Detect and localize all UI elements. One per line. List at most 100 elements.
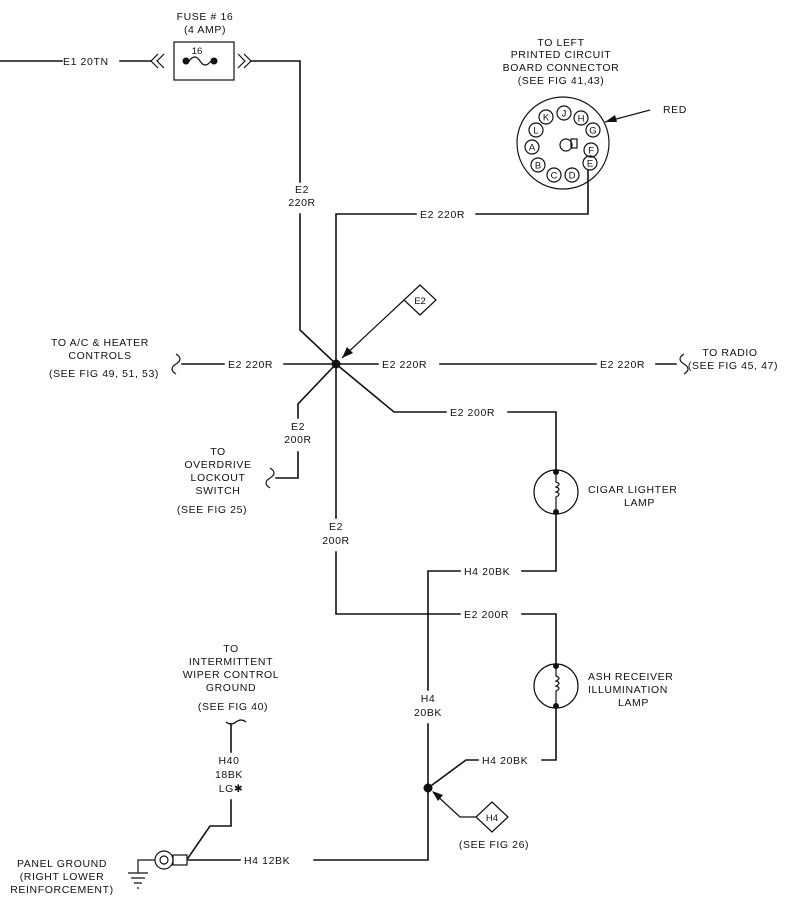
- connector-pin-f: F: [588, 146, 594, 157]
- label-ovd-5: (SEE FIG 25): [177, 504, 247, 516]
- fuse-terminal-right: [210, 57, 218, 65]
- wire-label-h40: H40: [218, 755, 239, 767]
- wire-h40-b: [186, 799, 232, 860]
- wire-label-200r-down: 200R: [322, 535, 350, 547]
- connector-pin-b-ring: [530, 157, 546, 173]
- ground-symbol: [128, 872, 148, 889]
- ground-tag-diamond: [475, 801, 509, 833]
- label-cigar-2: LAMP: [624, 497, 655, 509]
- label-cigar-1: CIGAR LIGHTER: [588, 484, 677, 496]
- connector-pin-d-ring: [564, 167, 580, 183]
- wire-e2-220r-to-splice: [299, 213, 338, 366]
- wire-label-e2-vert: E2: [295, 184, 309, 196]
- connector-pin-h-ring: [573, 110, 589, 126]
- connector-pin-c: C: [551, 171, 558, 182]
- cigar-lighter-lamp: CIGAR LIGHTER LAMP: [533, 469, 677, 515]
- connector-title-2: PRINTED CIRCUIT: [511, 49, 612, 61]
- wire-e2-200r-ovd-b: [275, 451, 299, 479]
- wire-label-e1-20tn: E1 20TN: [63, 56, 109, 68]
- fuse-number: 16: [192, 46, 203, 57]
- wire-e2-200r-ash-b: [521, 613, 557, 665]
- label-wiper-1: TO: [223, 643, 239, 655]
- panel-ground: PANEL GROUND (RIGHT LOWER REINFORCEMENT): [10, 850, 188, 896]
- wire-h4-20bk-ash-a: [541, 707, 557, 761]
- connector-pin-h: H: [578, 114, 585, 125]
- ash-lamp-terminal-bottom: [553, 703, 559, 709]
- label-wiper-5: (SEE FIG 40): [198, 701, 268, 713]
- label-ash-3: LAMP: [618, 697, 649, 709]
- label-panel-2: (RIGHT LOWER: [20, 871, 105, 883]
- connector-key-tab: [570, 138, 578, 149]
- splice-tag-diamond: [403, 284, 437, 316]
- wire-label-e2-200r-ash: E2 200R: [464, 609, 509, 621]
- wire-e2-200r-cigar-a: [334, 362, 447, 413]
- wire-label-h4-20bk-cigar: H4 20BK: [464, 566, 510, 578]
- label-ovd-2: OVERDRIVE: [184, 459, 251, 471]
- ground-lead: [137, 859, 155, 873]
- wire-label-h4-12bk: H4 12BK: [244, 855, 290, 867]
- connector-break-ac: [171, 353, 181, 375]
- ground-tag-h4: H4 (SEE FIG 26): [432, 791, 529, 851]
- connector-key: [559, 138, 573, 152]
- wire-label-h4-vert: H4: [421, 693, 436, 705]
- connector-pin-l-ring: [528, 122, 544, 138]
- connector-pin-c-ring: [546, 167, 562, 183]
- wire-e2-220r-top-drop: [335, 213, 417, 365]
- fuse-element: [188, 56, 212, 66]
- label-ash-1: ASH RECEIVER: [588, 671, 673, 683]
- ash-lamp-filament: [554, 668, 560, 704]
- ground-eyelet-inner: [159, 855, 169, 865]
- ground-tag-text: H4: [486, 813, 498, 824]
- label-radio-2: (SEE FIG 45, 47): [688, 360, 778, 372]
- label-panel-3: REINFORCEMENT): [10, 884, 113, 896]
- connector-pin-e: E: [587, 159, 593, 170]
- label-ovd-3: LOCKOUT: [191, 472, 246, 484]
- connector-title-3: BOARD CONNECTOR: [503, 62, 620, 74]
- wire-h4-12bk-a: [313, 787, 429, 861]
- connector-pin-k-ring: [538, 109, 554, 125]
- fuse-rating: (4 AMP): [184, 24, 226, 36]
- connector-pin-j-ring: [556, 105, 572, 121]
- wire-label-20bk-vert: 20BK: [414, 707, 442, 719]
- connector-color: RED: [663, 104, 687, 116]
- pc-board-connector: TO LEFT PRINTED CIRCUIT BOARD CONNECTOR …: [503, 37, 687, 190]
- label-radio-1: TO RADIO: [702, 347, 757, 359]
- ground-eyelet-outer: [154, 850, 174, 870]
- wire-e2-220r-from-connector: [475, 169, 589, 215]
- label-wiper-4: GROUND: [206, 682, 256, 694]
- label-ash-2: ILLUMINATION: [588, 684, 668, 696]
- label-panel-1: PANEL GROUND: [17, 858, 107, 870]
- connector-break-wiper: [225, 719, 247, 725]
- wire-e2-220r-from-fuse: [250, 60, 301, 183]
- wire-h4-20bk-ash-b: [426, 759, 479, 790]
- connector-symbol-right: [237, 53, 252, 69]
- connector-pin-a-ring: [524, 139, 540, 155]
- splice-tag-text: E2: [414, 296, 426, 307]
- ground-tag-arrowhead: [432, 791, 443, 801]
- connector-body: [516, 96, 610, 190]
- ash-receiver-lamp: ASH RECEIVER ILLUMINATION LAMP: [533, 663, 673, 709]
- wire-label-lg: LG✱: [219, 783, 244, 795]
- wire-label-e2-ovd: E2: [291, 421, 305, 433]
- wire-h4-20bk-cigar-a: [521, 513, 557, 572]
- splice-tag-e2: E2: [341, 284, 437, 359]
- wire-e2-200r-cigar-b: [507, 411, 557, 471]
- wire-label-e2-220r-radio: E2 220R: [600, 359, 645, 371]
- wire-e2-200r-ovd-a: [297, 362, 338, 419]
- label-ac-1: TO A/C & HEATER: [51, 337, 149, 349]
- connector-break-radio: [679, 353, 689, 375]
- wire-label-200r-ovd: 200R: [284, 434, 312, 446]
- wire-label-220r-vert: 220R: [288, 197, 316, 209]
- ground-tag-leader: [433, 792, 476, 818]
- label-ovd-1: TO: [210, 446, 226, 458]
- ground-terminal: [172, 854, 188, 866]
- label-wiper-3: WIPER CONTROL: [183, 669, 279, 681]
- wire-label-e2-220r-left: E2 220R: [228, 359, 273, 371]
- wire-e2-200r-down-b: [335, 551, 461, 615]
- connector-pin-j: J: [562, 109, 567, 120]
- fuse-box: [173, 41, 235, 81]
- connector-pin-k: K: [543, 113, 550, 124]
